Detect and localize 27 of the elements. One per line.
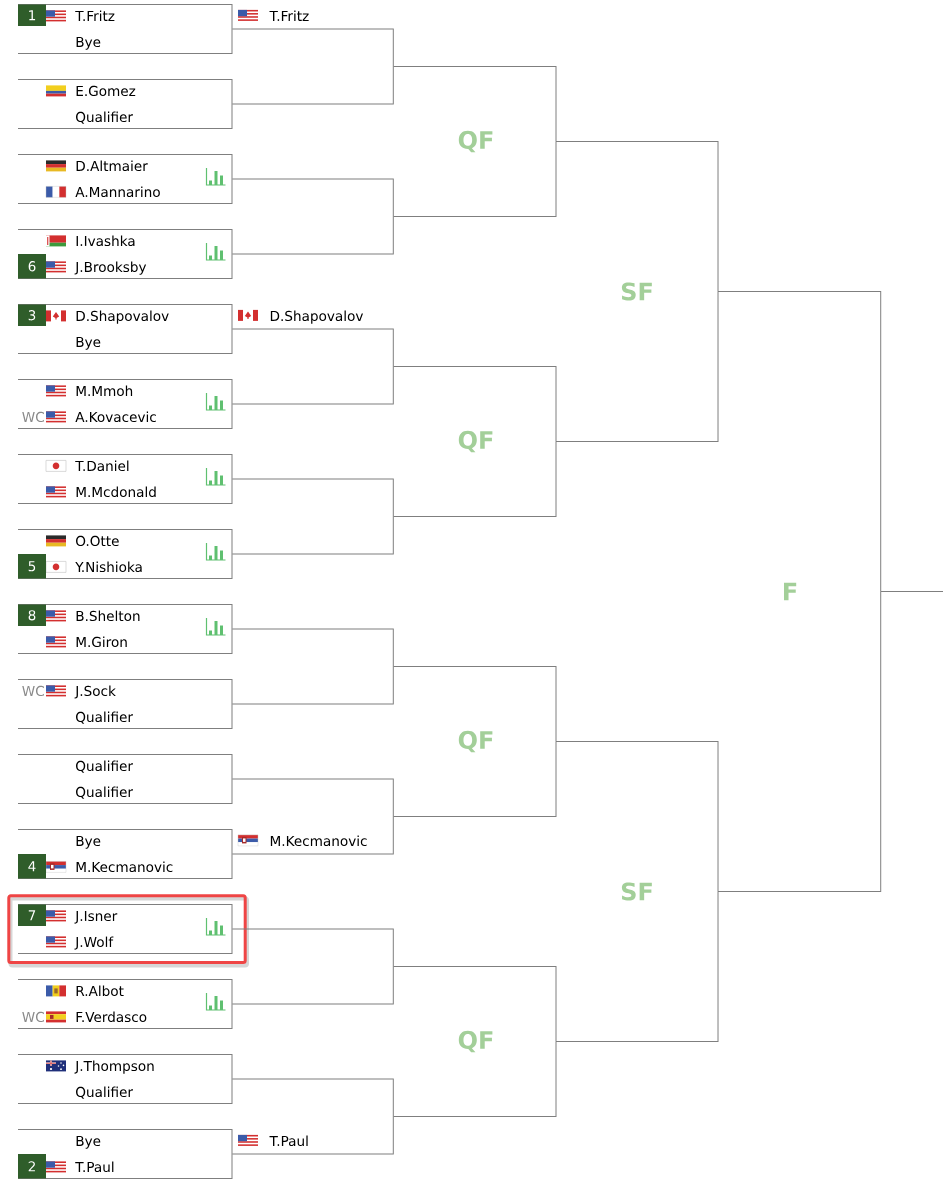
round-label: QF (458, 730, 493, 753)
match-box: WC J.Sock Qualifier (17, 679, 233, 729)
seed-badge: 8 (18, 604, 46, 626)
match-box: R.Albot WC F.Verdasco (17, 979, 233, 1029)
seed-badge: 4 (18, 854, 46, 879)
seed-badge: 2 (18, 1154, 46, 1179)
edge-label: D.Shapovalov (270, 310, 363, 324)
match-box: E.Gomez Qualifier (17, 79, 233, 129)
match-box: D.Altmaier A.Mannarino (17, 154, 233, 204)
round-label: QF (458, 430, 493, 453)
round-label: F (784, 582, 797, 601)
round-label: QF (458, 1030, 493, 1053)
edge-label: M.Kecmanovic (270, 835, 367, 847)
seed-badge: 6 (18, 254, 46, 279)
round-label: SF (621, 882, 652, 901)
edge-label: T.Paul (269, 1135, 308, 1147)
match-box: M.Mmoh WC A.Kovacevic (17, 379, 233, 429)
match-box: T.Daniel M.Mcdonald (17, 454, 233, 504)
seed-badge: 7 (18, 904, 46, 926)
match-box: J.Thompson Qualifier (17, 1054, 233, 1104)
round-label: QF (458, 130, 493, 153)
round-label: SF (621, 282, 652, 301)
seed-badge: 5 (18, 554, 46, 579)
match-box: Qualifier Qualifier (17, 754, 233, 804)
seed-badge: 3 (18, 304, 46, 326)
seed-badge: 1 (18, 4, 46, 26)
edge-label: T.Fritz (269, 10, 309, 21)
